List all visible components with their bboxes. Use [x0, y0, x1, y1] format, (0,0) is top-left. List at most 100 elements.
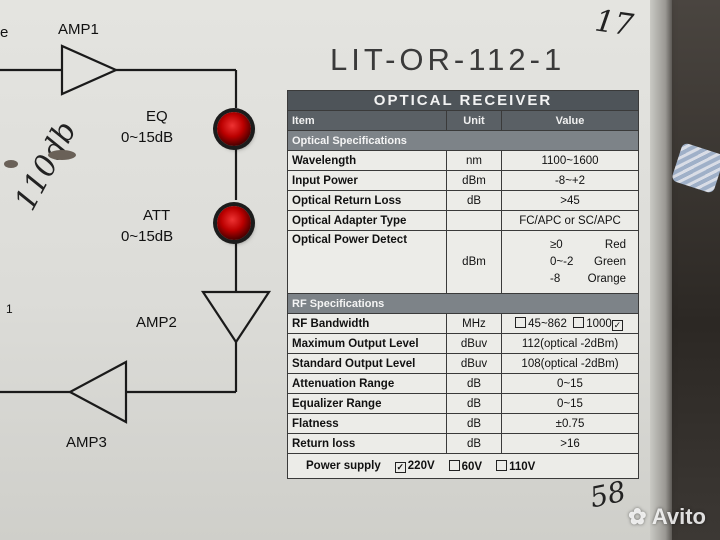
- row-item: Input Power: [287, 170, 447, 191]
- table-row: Attenuation Range dB 0~15: [287, 373, 639, 394]
- level-color: Red: [604, 238, 626, 251]
- power-supply-cell: Power supply ✓220V 60V 110V: [287, 453, 639, 479]
- level-range: -8: [550, 272, 561, 285]
- level-range: ≥0: [550, 238, 563, 251]
- row-value: >45: [501, 190, 639, 211]
- table-row: Wavelength nm 1100~1600: [287, 150, 639, 171]
- checkbox: [515, 316, 527, 328]
- row-value: ±0.75: [501, 413, 639, 434]
- table-row: Return loss dB >16: [287, 433, 639, 454]
- watermark-text: Avito: [651, 504, 706, 529]
- power-level: ≥0 Red: [502, 237, 638, 254]
- row-unit: dB: [446, 393, 502, 414]
- amp2-label: AMP2: [136, 314, 177, 331]
- option-label: 110V: [509, 460, 536, 473]
- table-row: Equalizer Range dB 0~15: [287, 393, 639, 414]
- row-unit: dBuv: [446, 333, 502, 354]
- att-range: 0~15dB: [121, 228, 174, 245]
- checkbox-checked: ✓: [394, 461, 406, 473]
- checkbox-checked: ✓: [611, 319, 623, 331]
- header-unit: Unit: [446, 110, 502, 131]
- handwritten-note-top: 17: [592, 3, 636, 44]
- row-value: FC/APC or SC/APC: [501, 210, 639, 231]
- row-item: Maximum Output Level: [287, 333, 447, 354]
- row-unit: dBm: [446, 170, 502, 191]
- header-value: Value: [501, 110, 639, 131]
- row-item: Wavelength: [287, 150, 447, 171]
- eq-label: EQ: [146, 108, 168, 125]
- eq-range: 0~15dB: [121, 129, 174, 146]
- row-unit: MHz: [446, 313, 502, 334]
- row-item: Optical Adapter Type: [287, 210, 447, 231]
- spec-title-row: OPTICAL RECEIVER: [287, 90, 639, 111]
- optical-section-title: Optical Specifications: [287, 130, 639, 151]
- spec-header-row: Item Unit Value: [287, 110, 639, 131]
- row-value: 1100~1600: [501, 150, 639, 171]
- table-row: Optical Return Loss dB >45: [287, 190, 639, 211]
- power-detect-unit: dBm: [446, 230, 502, 294]
- row-unit: dB: [446, 190, 502, 211]
- row-item: Equalizer Range: [287, 393, 447, 414]
- power-detect-levels: ≥0 Red 0~-2 Green -8 Orange: [501, 230, 639, 294]
- option-label: 220V: [407, 459, 435, 472]
- power-supply-row: Power supply ✓220V 60V 110V: [287, 453, 639, 479]
- row-unit: dBuv: [446, 353, 502, 374]
- row-unit: nm: [446, 150, 502, 171]
- row-unit: dB: [446, 433, 502, 454]
- level-range: 0~-2: [550, 255, 574, 268]
- row-item: Return loss: [287, 433, 447, 454]
- supply-option-110: 110V: [496, 459, 536, 473]
- row-value: >16: [501, 433, 639, 454]
- table-row: Maximum Output Level dBuv 112(optical -2…: [287, 333, 639, 354]
- level-color: Green: [594, 255, 626, 268]
- spec-title: OPTICAL RECEIVER: [287, 90, 639, 111]
- checkbox: [573, 316, 585, 328]
- section-row: RF Specifications: [287, 293, 639, 314]
- row-item: Standard Output Level: [287, 353, 447, 374]
- option-label: 60V: [461, 460, 483, 473]
- diagram-left-mark: 1: [6, 302, 13, 316]
- level-color: Orange: [587, 272, 626, 285]
- header-item: Item: [287, 110, 447, 131]
- circuit-diagram: [0, 44, 272, 424]
- eq-adjust-knob[interactable]: [217, 112, 251, 146]
- table-row: Standard Output Level dBuv 108(optical -…: [287, 353, 639, 374]
- amp3-label: AMP3: [66, 434, 107, 451]
- rf-bandwidth-options: 45~862 1000✓: [501, 313, 639, 334]
- power-level: -8 Orange: [502, 271, 638, 288]
- background-right: [672, 0, 720, 540]
- supply-option-220: ✓220V: [394, 459, 435, 473]
- rf-section-title: RF Specifications: [287, 293, 639, 314]
- panel-edge: [650, 0, 672, 540]
- table-row: RF Bandwidth MHz 45~862 1000✓: [287, 313, 639, 334]
- power-detect-row: Optical Power Detect dBm ≥0 Red 0~-2 Green…: [287, 230, 639, 294]
- checkbox: [448, 459, 460, 471]
- row-item: Flatness: [287, 413, 447, 434]
- section-row: Optical Specifications: [287, 130, 639, 151]
- row-value: 0~15: [501, 373, 639, 394]
- att-adjust-knob[interactable]: [217, 206, 251, 240]
- row-unit: dB: [446, 413, 502, 434]
- power-supply-label: Power supply: [306, 460, 381, 472]
- watermark-icon: ✿: [628, 504, 652, 529]
- row-item: RF Bandwidth: [287, 313, 447, 334]
- table-row: Optical Adapter Type FC/APC or SC/APC: [287, 210, 639, 231]
- row-value: 0~15: [501, 393, 639, 414]
- power-detect-item: Optical Power Detect: [287, 230, 447, 294]
- att-label: ATT: [143, 207, 171, 224]
- row-value: 112(optical -2dBm): [501, 333, 639, 354]
- option-b: 1000: [586, 317, 612, 330]
- table-row: Flatness dB ±0.75: [287, 413, 639, 434]
- stain: [4, 160, 18, 168]
- watermark: ✿ Avito: [628, 504, 706, 530]
- stain: [48, 150, 76, 160]
- amp1-label: AMP1: [58, 21, 99, 38]
- model-name: LIT-OR-112-1: [330, 42, 566, 77]
- row-unit: dB: [446, 373, 502, 394]
- table-row: Input Power dBm -8~+2: [287, 170, 639, 191]
- power-supply: Power supply ✓220V 60V 110V: [306, 459, 634, 473]
- spec-table: OPTICAL RECEIVER Item Unit Value Optical…: [287, 90, 639, 479]
- diagram-left-fragment: e: [0, 24, 9, 41]
- row-value: -8~+2: [501, 170, 639, 191]
- supply-option-60: 60V: [448, 459, 483, 473]
